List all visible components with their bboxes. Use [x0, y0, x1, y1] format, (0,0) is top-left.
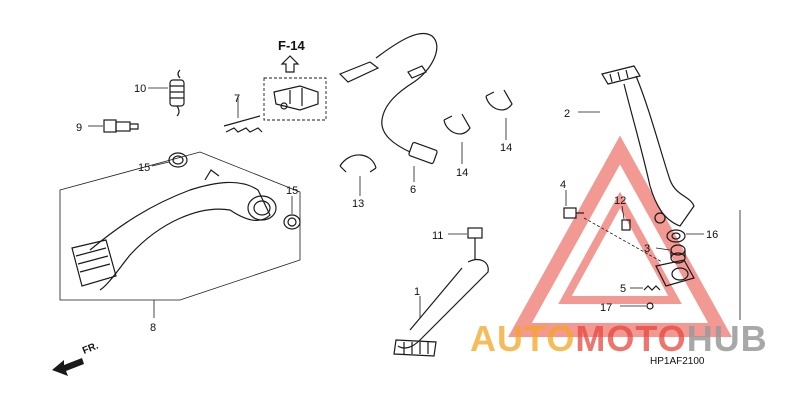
callout-7: 7: [234, 93, 240, 105]
part-code: HP1AF2100: [650, 356, 705, 367]
callout-5: 5: [620, 283, 626, 295]
brake-pedal-assembly-box: [59, 151, 301, 301]
callout-14a: 14: [456, 167, 468, 179]
callout-15a: 15: [138, 162, 150, 174]
kick-starter-2-icon: [601, 65, 695, 227]
callout-2: 2: [564, 108, 570, 120]
bolt-4-icon: [563, 207, 584, 219]
figure-reference: F-14: [278, 38, 306, 53]
switch-bracket-icon: [273, 85, 319, 111]
callout-6: 6: [410, 184, 416, 196]
washer-16-icon: [666, 229, 686, 243]
collar-3-icon: [670, 244, 686, 264]
cable-clip-13-icon: [339, 154, 377, 173]
watermark-wordmark: AUTOMOTOHUB: [470, 318, 768, 360]
callout-12: 12: [614, 195, 626, 207]
kick-arm-boss-icon: [655, 259, 695, 287]
bolt-11-icon: [467, 227, 483, 260]
cable-clamp-14b-icon: [485, 89, 513, 111]
callout-15b: 15: [286, 185, 298, 197]
cable-clamp-14a-icon: [443, 113, 471, 135]
brake-switch-cable-6-icon: [338, 32, 438, 165]
ball-17-icon: [646, 302, 654, 310]
watermark-part-c: HUB: [686, 318, 768, 359]
callout-17: 17: [600, 302, 612, 314]
callout-11: 11: [432, 230, 443, 242]
watermark-part-a: AUTO: [470, 318, 576, 359]
callout-13: 13: [352, 198, 364, 210]
pin-12-icon: [621, 219, 631, 231]
callout-16: 16: [706, 229, 718, 241]
callout-9: 9: [76, 122, 82, 134]
callout-4: 4: [560, 179, 566, 191]
callout-14b: 14: [500, 142, 512, 154]
reference-box: [263, 77, 327, 121]
pivot-bolt-9-icon: [103, 119, 139, 133]
watermark-triangle-logo: [508, 135, 732, 337]
reference-arrow-icon: [280, 55, 300, 73]
callout-8: 8: [150, 322, 156, 334]
callout-10: 10: [134, 83, 146, 95]
gearshift-pedal-1-icon: [393, 259, 489, 357]
spring-10-icon: [169, 69, 185, 117]
direction-label: FR.: [81, 340, 100, 356]
dust-seal-15b-icon: [283, 214, 301, 230]
brake-pedal-8-icon: [71, 169, 277, 291]
front-direction-arrow: FR.: [52, 340, 100, 376]
callout-1: 1: [414, 286, 420, 298]
spring-5-icon: [643, 285, 661, 291]
watermark-part-b: MOTO: [575, 318, 687, 359]
callout-3: 3: [644, 243, 650, 255]
return-spring-7-icon: [223, 115, 263, 133]
